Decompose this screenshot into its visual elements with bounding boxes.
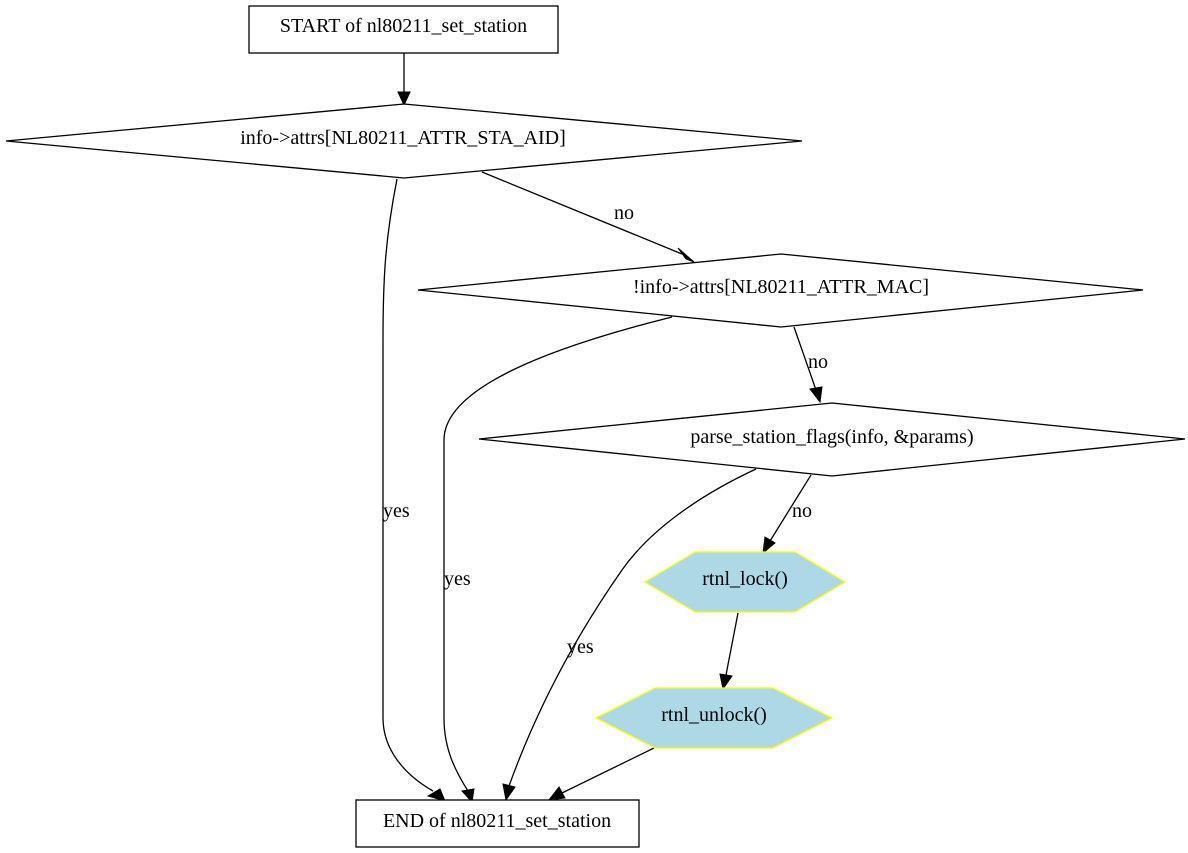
edge-mac-yes: yes [443, 316, 673, 804]
node-rtnl-lock-label: rtnl_lock() [702, 568, 788, 590]
node-rtnl-lock[interactable]: rtnl_lock() [643, 551, 847, 613]
node-check-aid-label: info->attrs[NL80211_ATTR_STA_AID] [240, 127, 566, 149]
node-rtnl-unlock[interactable]: rtnl_unlock() [594, 687, 834, 749]
edge-label-mac-no: no [808, 351, 828, 373]
edge-label-aid-yes: yes [383, 500, 410, 522]
node-start[interactable]: START of nl80211_set_station [248, 5, 559, 54]
edge-aid-no: no [481, 171, 695, 263]
edge-mac-no: no [793, 326, 828, 404]
node-check-mac[interactable]: !info->attrs[NL80211_ATTR_MAC] [417, 253, 1144, 328]
edge-label-parse-no: no [792, 500, 812, 522]
node-check-aid[interactable]: info->attrs[NL80211_ATTR_STA_AID] [5, 103, 803, 179]
edge-aid-yes: yes [382, 178, 446, 802]
node-parse-flags[interactable]: parse_station_flags(info, &params) [478, 402, 1186, 477]
edge-start-to-aid [397, 53, 411, 107]
node-start-label: START of nl80211_set_station [280, 15, 527, 37]
node-parse-flags-label: parse_station_flags(info, &params) [690, 426, 973, 448]
node-rtnl-unlock-label: rtnl_unlock() [661, 704, 767, 726]
edge-parse-no: no [762, 474, 812, 555]
edge-lock-to-unlock [719, 612, 739, 691]
edge-label-aid-no: no [614, 202, 634, 224]
edge-label-parse-yes: yes [567, 636, 594, 658]
node-end-label: END of nl80211_set_station [383, 810, 611, 832]
node-end[interactable]: END of nl80211_set_station [355, 799, 640, 848]
edge-parse-yes: yes [502, 468, 757, 802]
edge-unlock-to-end [547, 747, 655, 801]
node-check-mac-label: !info->attrs[NL80211_ATTR_MAC] [633, 276, 929, 298]
edge-label-mac-yes: yes [444, 568, 471, 590]
